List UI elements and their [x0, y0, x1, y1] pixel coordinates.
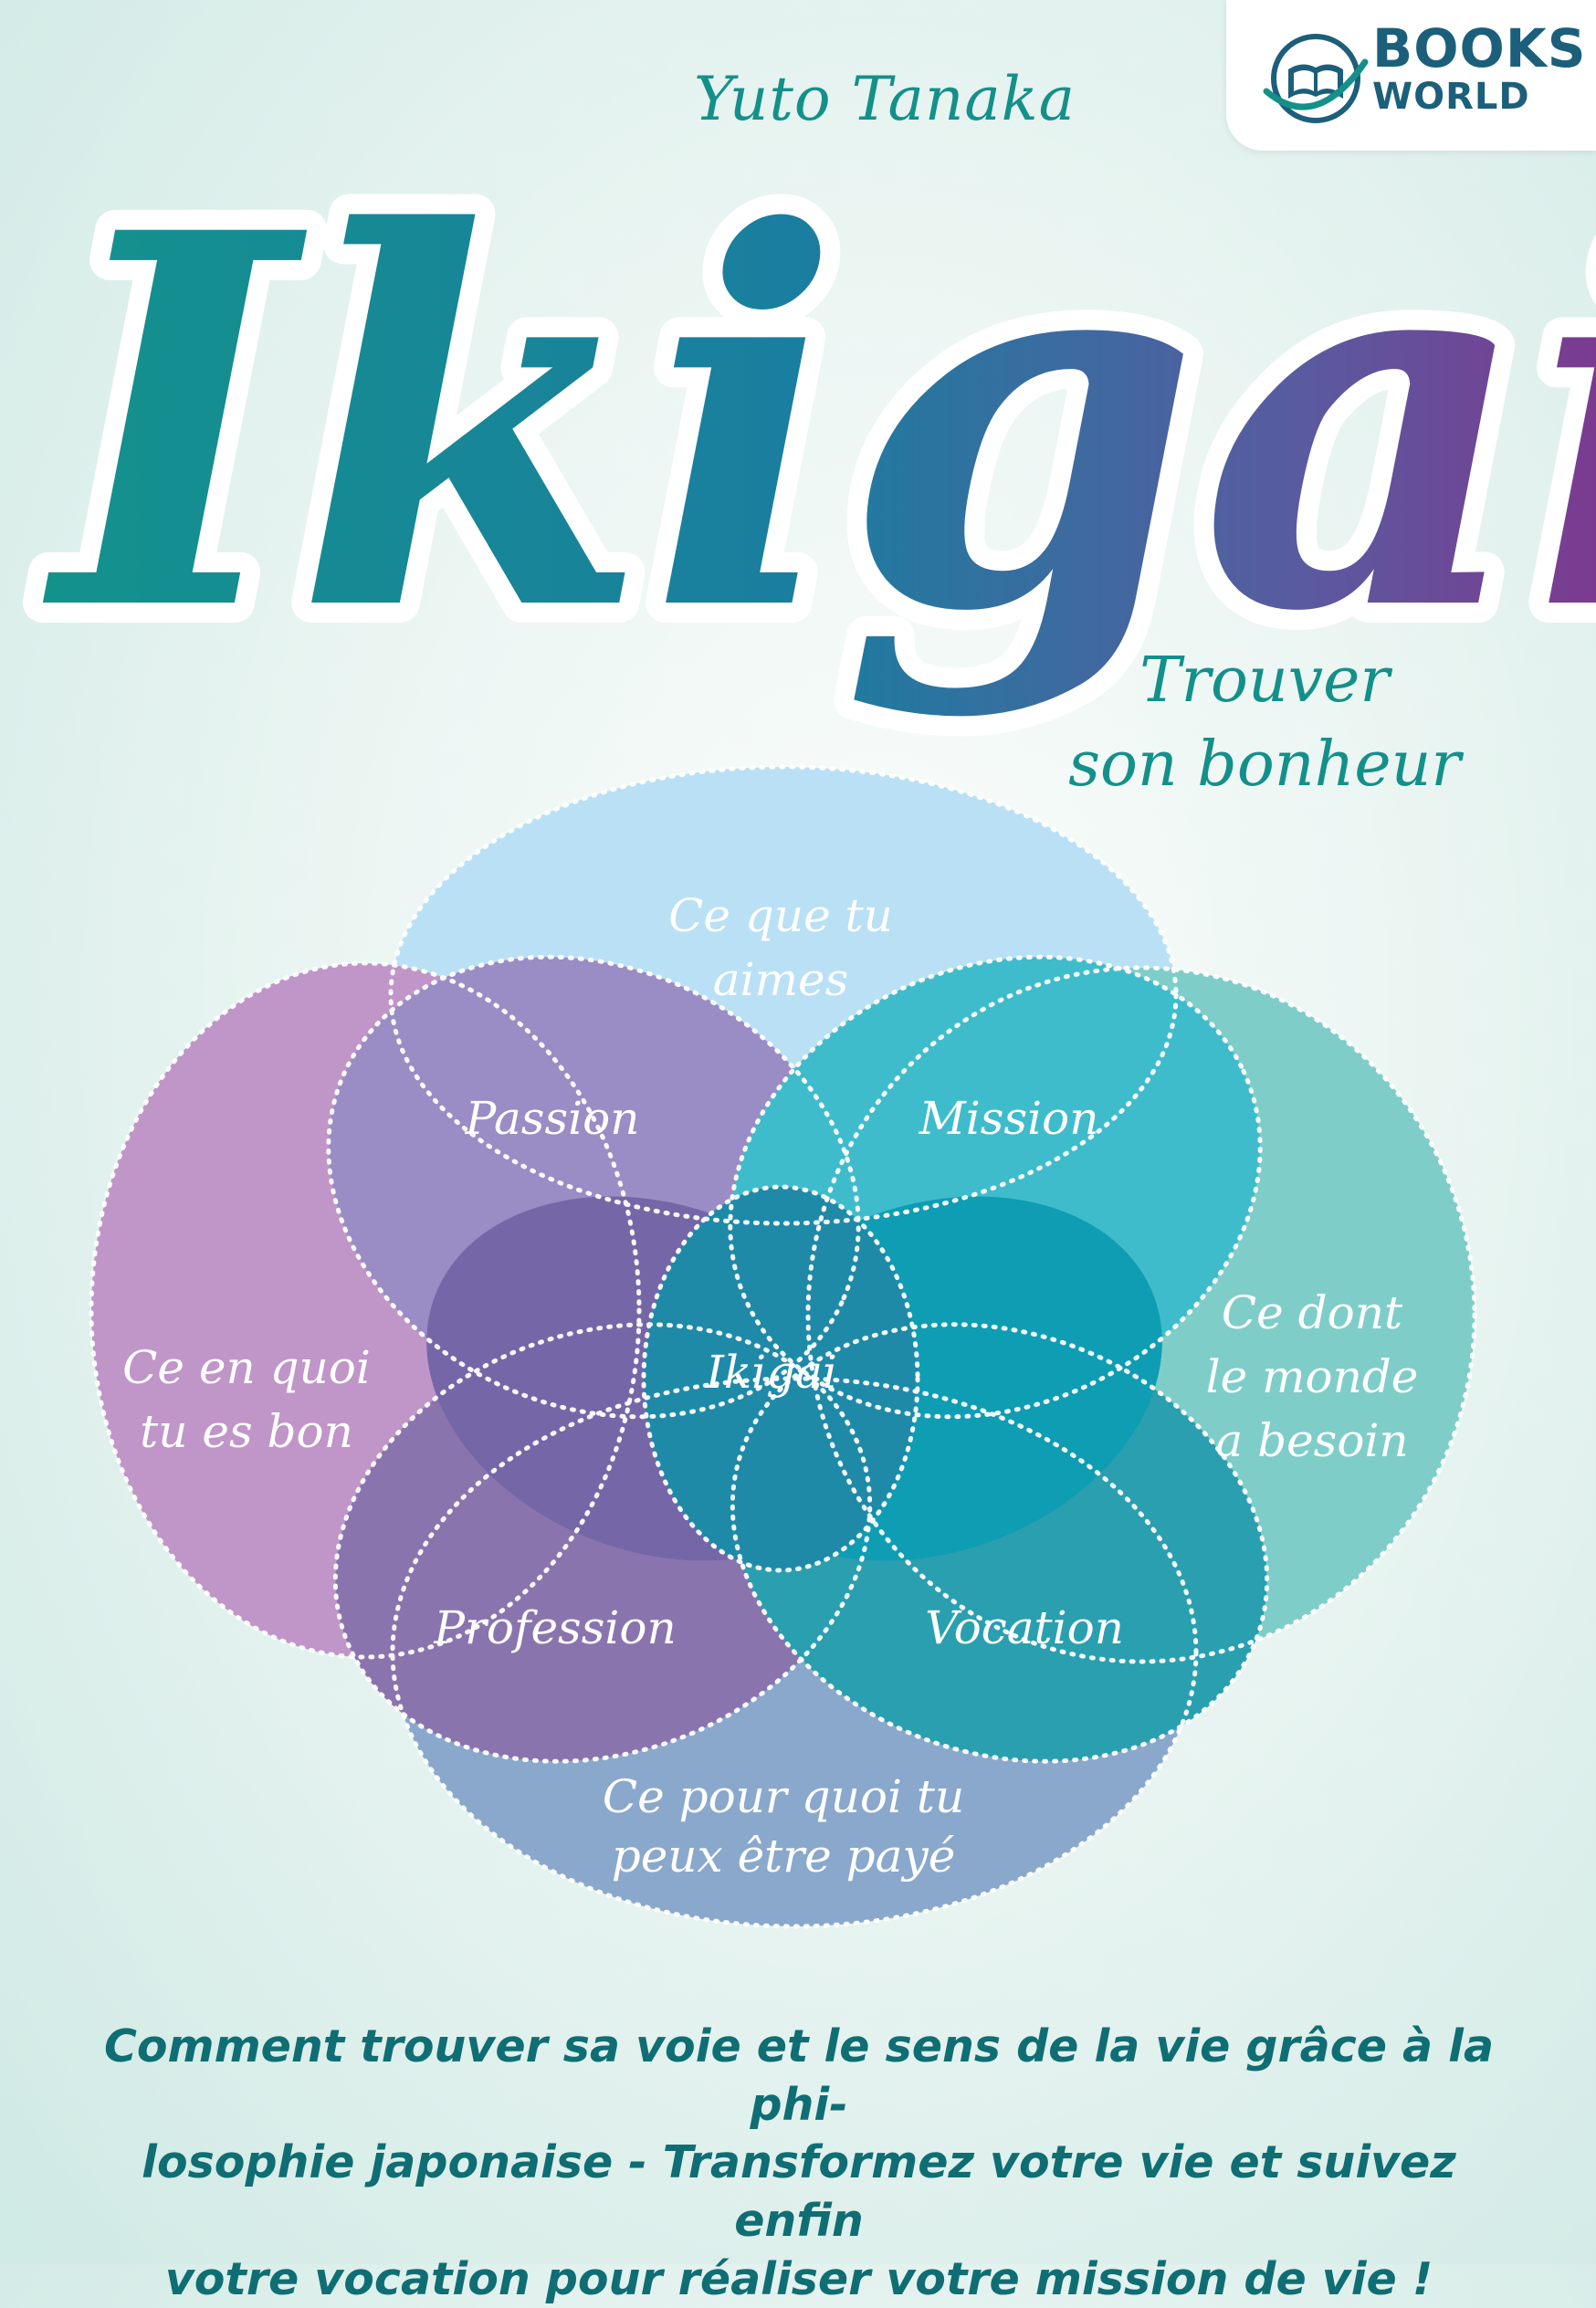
label-mission: Mission	[919, 1092, 1099, 1145]
title-group: Ikigai Ikigai	[39, 123, 1596, 724]
label-passion: Passion	[465, 1092, 640, 1145]
subtitle: Trouver son bonheur	[1032, 639, 1497, 807]
label-profession: Profession	[433, 1601, 676, 1654]
book-description: Comment trouver sa voie et le sens de la…	[73, 2018, 1525, 2308]
subtitle-line2: son bonheur	[1032, 723, 1497, 807]
description-line3: votre vocation pour réaliser votre missi…	[73, 2250, 1525, 2308]
book-globe-icon	[1261, 26, 1370, 126]
publisher-name: BOOKS WORLD	[1372, 22, 1587, 115]
label-vocation: Vocation	[925, 1601, 1124, 1654]
label-top-1: Ce que tu	[668, 889, 893, 942]
venn-diagram: Ce que tu aimes Ce en quoi tu es bon Ce …	[91, 767, 1475, 1926]
subtitle-line1: Trouver	[1032, 639, 1497, 723]
label-right-2: le monde	[1206, 1350, 1419, 1403]
publisher-badge: BOOKS WORLD	[1226, 0, 1596, 151]
label-center-ikigai: Ikigai	[705, 1346, 837, 1399]
label-right-1: Ce dont	[1222, 1286, 1403, 1339]
label-left-1: Ce en quoi	[122, 1341, 371, 1394]
label-top-2: aimes	[713, 953, 848, 1006]
label-bottom-1: Ce pour quoi tu	[603, 1770, 964, 1823]
label-bottom-2: peux être payé	[612, 1830, 956, 1883]
author-name: Yuto Tanaka	[694, 64, 1076, 134]
publisher-line1: BOOKS	[1372, 22, 1587, 75]
title-text: Ikigai	[39, 123, 1596, 724]
label-right-3: a besoin	[1215, 1414, 1408, 1467]
publisher-line2: WORLD	[1372, 79, 1587, 115]
label-left-2: tu es bon	[140, 1405, 353, 1458]
description-line1: Comment trouver sa voie et le sens de la…	[73, 2018, 1525, 2134]
description-line2: losophie japonaise - Transformez votre v…	[73, 2134, 1525, 2250]
